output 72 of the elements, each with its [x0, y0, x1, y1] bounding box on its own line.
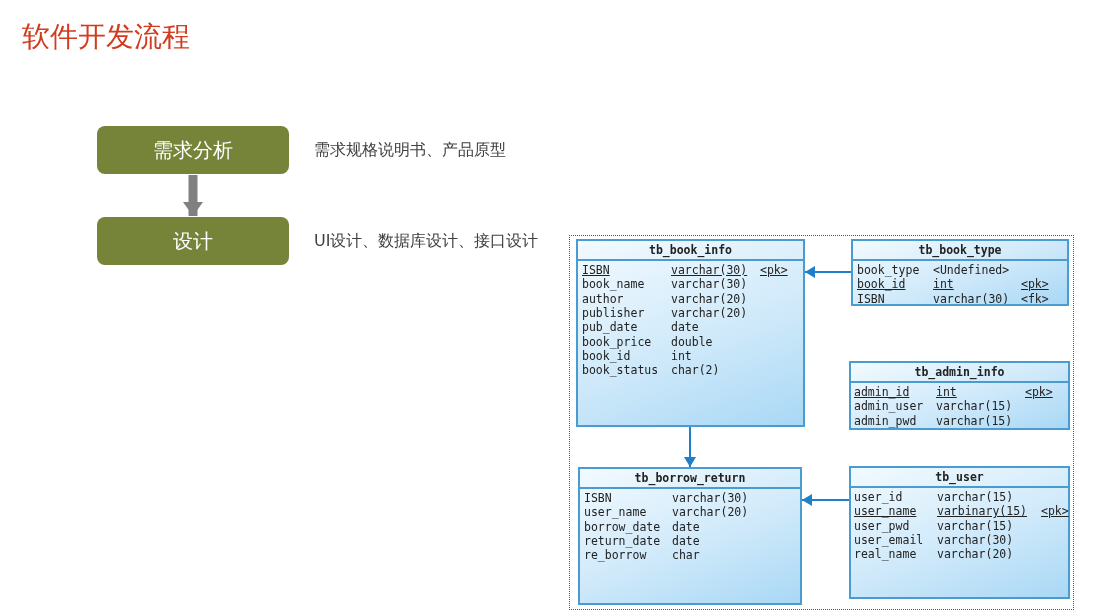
column-name: publisher: [582, 305, 645, 320]
arrow: [801, 494, 850, 506]
column-name: re_borrow: [584, 548, 647, 563]
data-type: char: [672, 548, 700, 563]
data-type: double: [671, 334, 713, 349]
slide-title: 软件开发流程: [22, 19, 190, 55]
column-name: user_name: [584, 505, 647, 520]
column-name: admin_user: [854, 399, 924, 414]
column-name: pub_date: [582, 320, 638, 335]
data-type: varchar(15): [936, 413, 1013, 428]
column-name: book_type: [857, 263, 920, 277]
table-title: tb_book_info: [578, 241, 803, 261]
column-name: ISBN: [584, 491, 612, 505]
data-type: varchar(20): [671, 305, 748, 320]
column-name: admin_id: [854, 385, 910, 399]
table-title: tb_borrow_return: [580, 469, 800, 489]
data-type: date: [672, 519, 700, 534]
table-title: tb_admin_info: [851, 363, 1068, 383]
column-name: book_status: [582, 363, 659, 378]
data-type: int: [671, 348, 692, 363]
data-type: varchar(20): [937, 547, 1014, 562]
data-type: date: [671, 320, 699, 335]
data-type: varchar(30): [671, 263, 748, 277]
note-text: UI设计、数据库设计、接口设计: [314, 231, 539, 252]
column-name: book_name: [582, 277, 645, 292]
data-type: varchar(30): [933, 291, 1010, 306]
arrow: [684, 426, 696, 468]
table-box: [578, 467, 802, 605]
data-type: varbinary(15): [937, 504, 1027, 519]
column-name: borrow_date: [584, 519, 661, 534]
data-type: varchar(15): [937, 490, 1014, 504]
data-type: int: [933, 277, 954, 292]
column-name: book_id: [857, 277, 906, 292]
arrow: [804, 266, 852, 278]
data-type: varchar(15): [937, 518, 1014, 533]
key-tag: <pk>: [1025, 385, 1053, 399]
column-name: book_price: [582, 334, 652, 349]
column-name: author: [582, 291, 624, 306]
data-type: int: [936, 385, 957, 399]
table-box: [851, 239, 1069, 306]
process-box: 设计: [97, 217, 289, 265]
column-name: book_id: [582, 348, 631, 363]
table-box: [849, 361, 1070, 430]
key-tag: <pk>: [1041, 504, 1069, 519]
note-text: 需求规格说明书、产品原型: [314, 140, 506, 161]
column-name: return_date: [584, 533, 661, 548]
column-name: real_name: [854, 547, 917, 562]
data-type: varchar(20): [671, 291, 748, 306]
data-type: varchar(15): [936, 399, 1013, 414]
column-name: user_email: [854, 532, 924, 547]
key-tag: <fk>: [1021, 291, 1049, 306]
column-name: user_pwd: [854, 518, 910, 533]
table-box: [849, 466, 1070, 599]
key-tag: <pk>: [760, 263, 788, 277]
table-title: tb_book_type: [853, 241, 1067, 261]
data-type: <Undefined>: [933, 263, 1010, 277]
block-arrow: [183, 175, 203, 216]
column-name: ISBN: [582, 263, 610, 277]
table-title: tb_user: [851, 468, 1068, 488]
data-type: varchar(20): [672, 505, 749, 520]
column-name: ISBN: [857, 291, 885, 306]
column-name: admin_pwd: [854, 413, 917, 428]
data-type: varchar(30): [937, 532, 1014, 547]
data-type: varchar(30): [672, 491, 749, 505]
data-type: varchar(30): [671, 277, 748, 292]
process-box: 需求分析: [97, 126, 289, 174]
column-name: user_id: [854, 490, 903, 504]
data-type: char(2): [671, 363, 720, 378]
key-tag: <pk>: [1021, 277, 1049, 292]
table-box: [576, 239, 805, 427]
column-name: user_name: [854, 504, 917, 519]
data-type: date: [672, 533, 700, 548]
